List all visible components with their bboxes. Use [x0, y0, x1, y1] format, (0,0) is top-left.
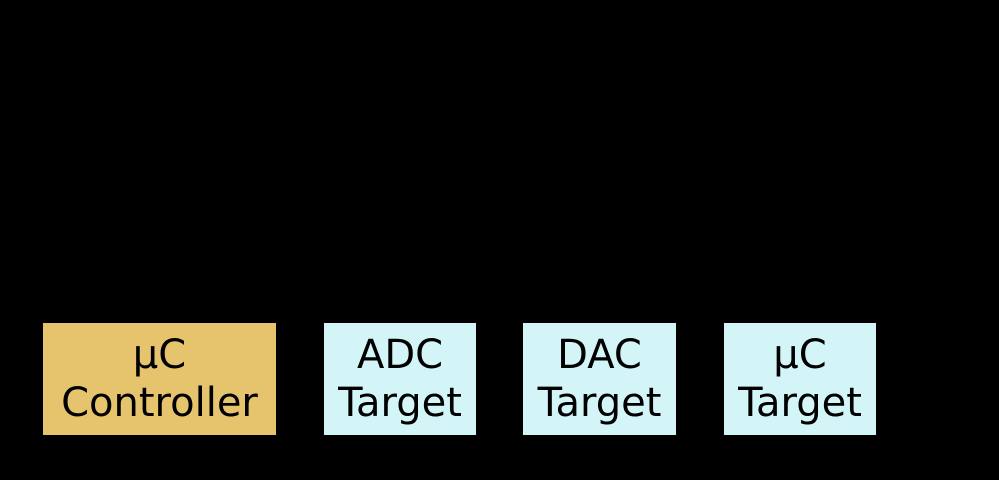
node-uc-target: μC Target: [722, 321, 878, 437]
node-label-line1: ADC: [356, 332, 444, 378]
node-label-line2: Target: [338, 380, 462, 426]
node-label-line2: Target: [537, 380, 662, 426]
node-label-line2: Controller: [61, 380, 258, 426]
node-label-line1: μC: [132, 332, 187, 378]
node-label-line1: μC: [773, 332, 827, 378]
node-dac-target: DAC Target: [521, 321, 678, 437]
node-uc-controller: μC Controller: [41, 321, 278, 437]
node-label-line1: DAC: [557, 332, 642, 378]
node-label-line2: Target: [738, 380, 862, 426]
node-adc-target: ADC Target: [322, 321, 478, 437]
